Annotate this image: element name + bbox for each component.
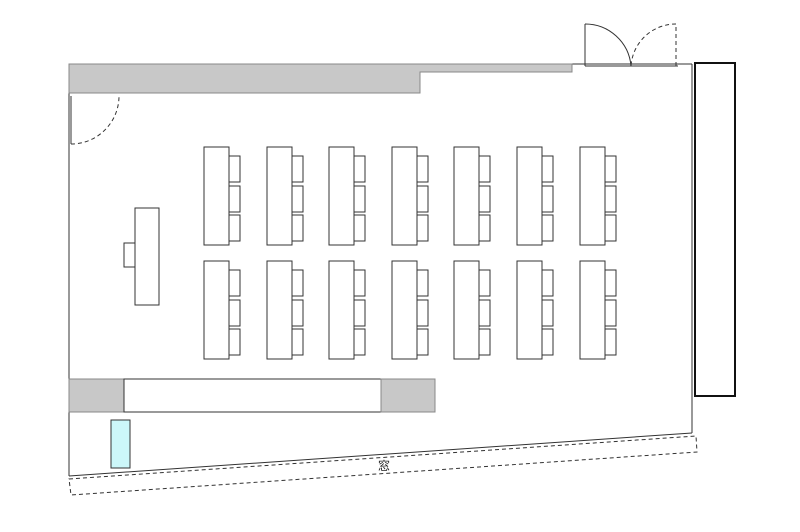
- top-right-door: [584, 23, 677, 67]
- student-desk: [266, 260, 293, 360]
- student-chair: [541, 269, 554, 297]
- student-chair: [291, 269, 304, 297]
- student-desk: [391, 260, 418, 360]
- student-desk: [579, 260, 606, 360]
- student-desk: [579, 146, 606, 246]
- student-desk: [266, 146, 293, 246]
- student-chair: [353, 185, 366, 213]
- student-chair: [228, 299, 241, 327]
- student-chair: [416, 269, 429, 297]
- student-chair: [478, 328, 491, 356]
- student-chair: [604, 185, 617, 213]
- student-chair: [416, 185, 429, 213]
- student-chair: [291, 328, 304, 356]
- student-desk: [453, 260, 480, 360]
- top-counter: [68, 63, 573, 94]
- student-desks: [203, 146, 617, 360]
- student-chair: [291, 214, 304, 242]
- student-desk: [203, 146, 230, 246]
- student-chair: [291, 299, 304, 327]
- student-chair: [604, 155, 617, 183]
- student-chair: [604, 214, 617, 242]
- student-desk: [516, 146, 543, 246]
- student-chair: [416, 214, 429, 242]
- student-chair: [228, 155, 241, 183]
- student-chair: [478, 214, 491, 242]
- student-chair: [228, 185, 241, 213]
- student-desk: [516, 260, 543, 360]
- student-chair: [353, 269, 366, 297]
- student-chair: [416, 155, 429, 183]
- student-chair: [604, 269, 617, 297]
- student-chair: [228, 269, 241, 297]
- cyan-locker: [110, 419, 131, 469]
- student-chair: [604, 299, 617, 327]
- right-cabinet: [694, 62, 736, 397]
- student-chair: [291, 155, 304, 183]
- student-chair: [541, 299, 554, 327]
- student-chair: [353, 155, 366, 183]
- student-desk: [328, 146, 355, 246]
- left-door: [70, 95, 120, 145]
- student-desk: [328, 260, 355, 360]
- student-chair: [478, 155, 491, 183]
- student-chair: [228, 328, 241, 356]
- student-chair: [478, 185, 491, 213]
- window-label: 窓: [378, 458, 390, 473]
- student-desk: [453, 146, 480, 246]
- student-chair: [478, 299, 491, 327]
- window: 窓: [68, 435, 698, 496]
- student-chair: [353, 214, 366, 242]
- student-desk: [391, 146, 418, 246]
- student-chair: [353, 299, 366, 327]
- student-desk: [203, 260, 230, 360]
- teacher-desk: [123, 207, 160, 306]
- student-chair: [541, 185, 554, 213]
- bottom-counter: [68, 378, 436, 413]
- student-chair: [541, 214, 554, 242]
- student-chair: [291, 185, 304, 213]
- student-chair: [478, 269, 491, 297]
- student-chair: [604, 328, 617, 356]
- student-chair: [541, 328, 554, 356]
- student-chair: [228, 214, 241, 242]
- student-chair: [541, 155, 554, 183]
- student-chair: [416, 328, 429, 356]
- student-chair: [353, 328, 366, 356]
- student-chair: [416, 299, 429, 327]
